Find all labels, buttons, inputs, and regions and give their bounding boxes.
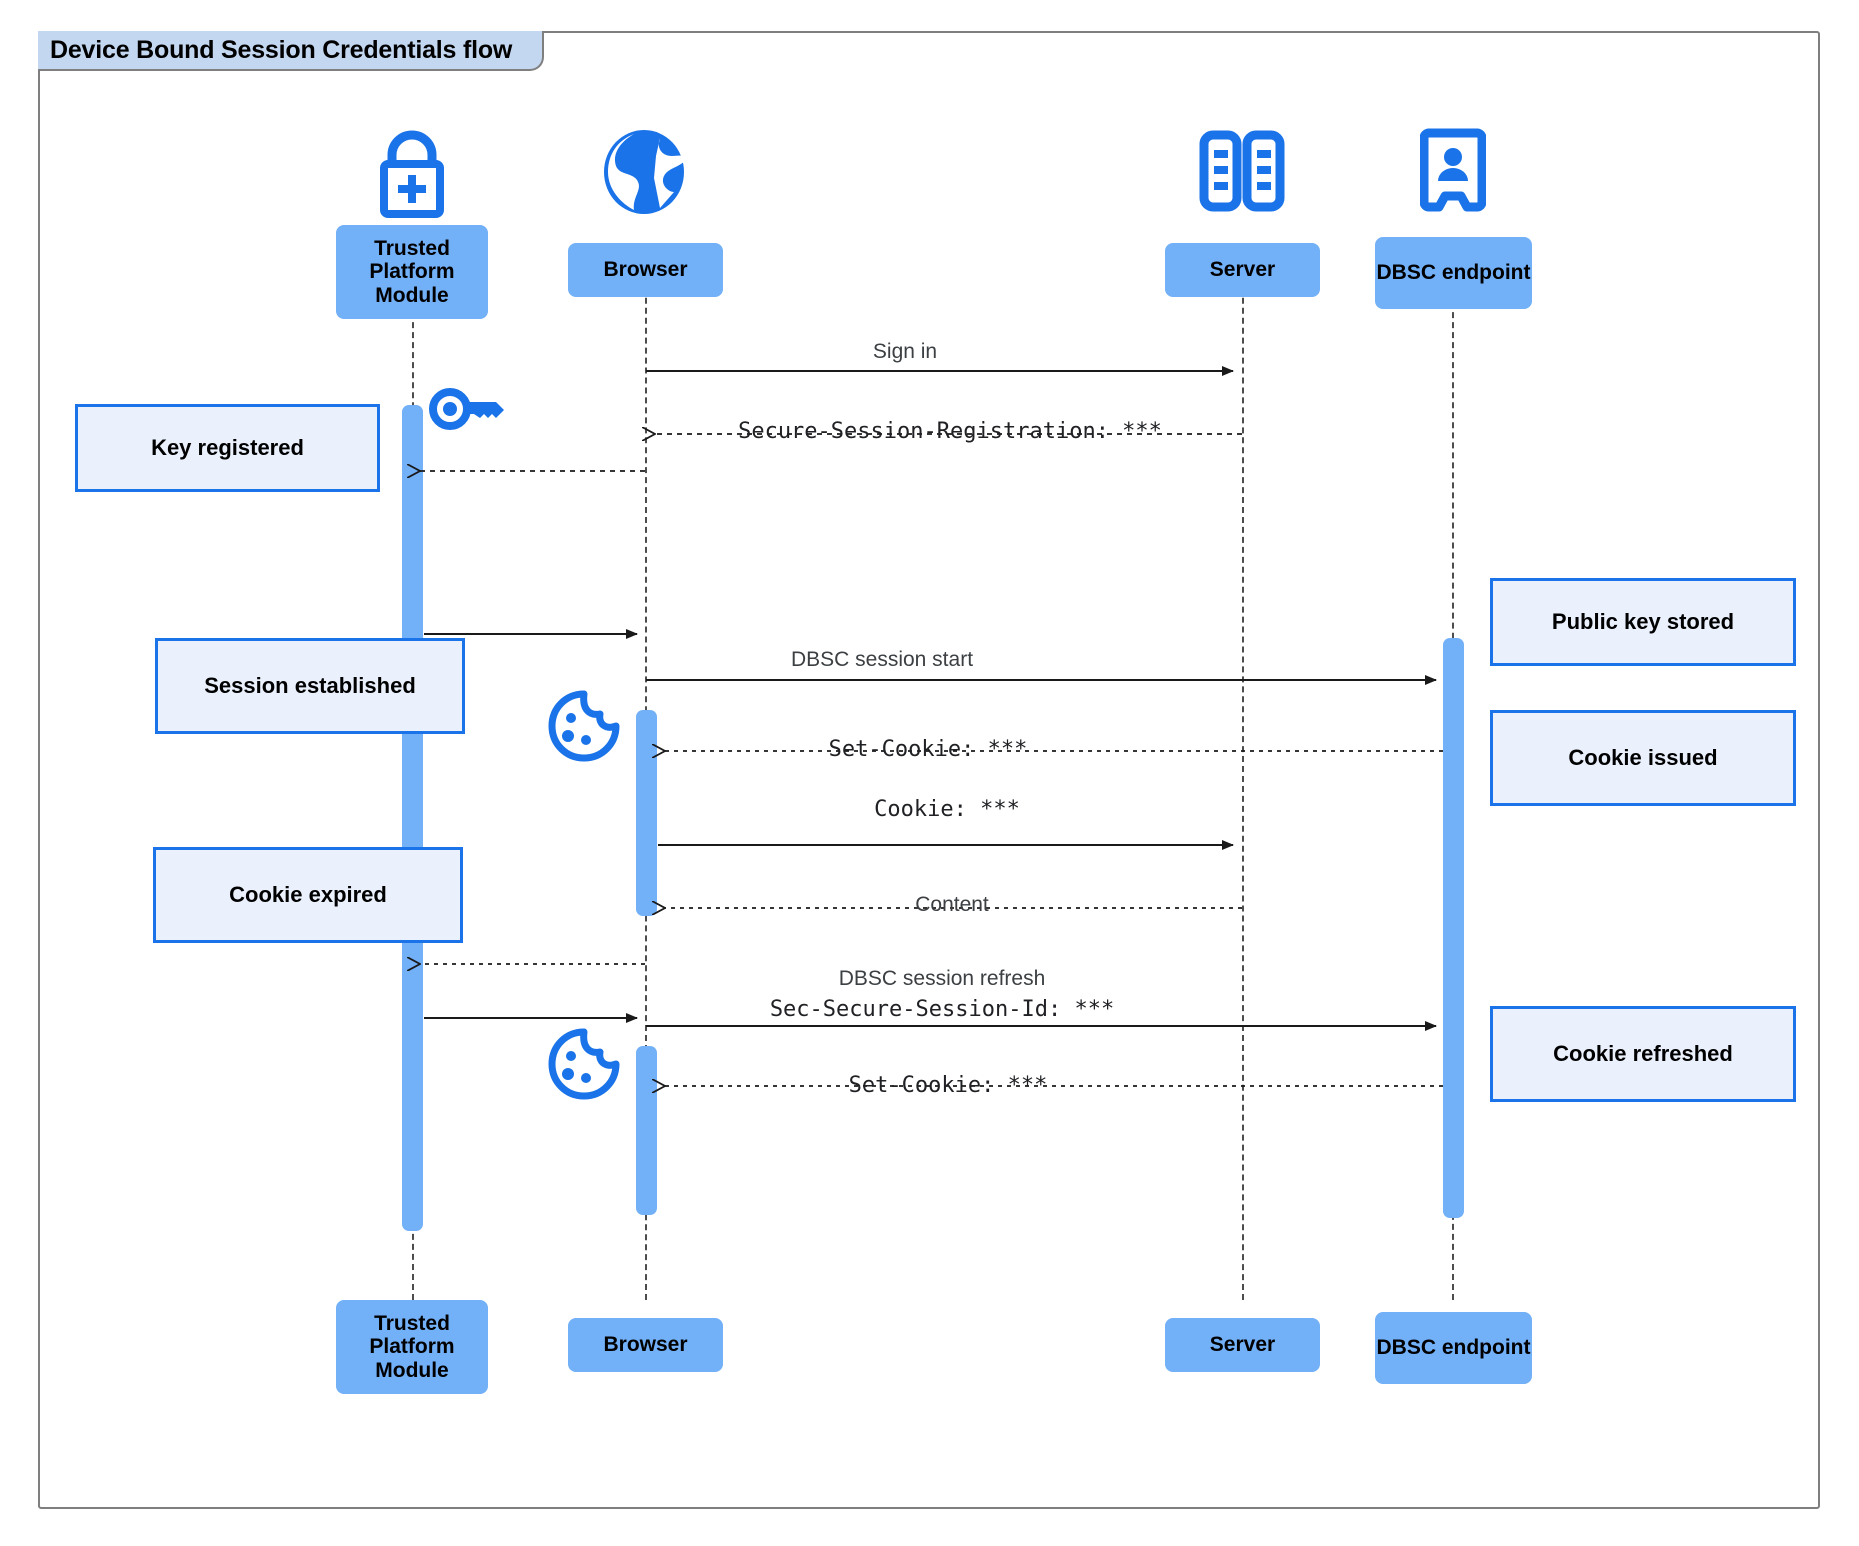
message-label-content: Content	[915, 893, 989, 916]
participant-label-tpm-bottom: Trusted Platform Module	[369, 1311, 455, 1382]
participant-bottom-dbsc[interactable]: DBSC endpoint	[1375, 1312, 1532, 1384]
message-label-set-cookie-2: Set-Cookie: ***	[848, 1073, 1048, 1098]
participant-bottom-server[interactable]: Server	[1165, 1318, 1320, 1372]
note-key-registered: Key registered	[75, 404, 380, 492]
participant-label-browser: Browser	[603, 258, 688, 282]
participant-label-server: Server	[1209, 258, 1276, 282]
note-session-established: Session established	[155, 638, 465, 734]
participant-label-tpm: Trusted Platform Module	[369, 236, 455, 307]
key-icon	[428, 384, 508, 436]
note-cookie-expired: Cookie expired	[153, 847, 463, 943]
note-text: Session established	[204, 672, 416, 698]
participant-top-dbsc[interactable]: DBSC endpoint	[1375, 237, 1532, 309]
server-rack-icon	[1198, 130, 1286, 212]
lock-plus-icon	[369, 128, 455, 220]
note-cookie-issued: Cookie issued	[1490, 710, 1796, 806]
participant-label-browser-bottom: Browser	[603, 1333, 688, 1357]
id-badge-icon	[1419, 128, 1487, 212]
message-label-secure-session-registration: Secure-Session-Registration: ***	[738, 419, 1162, 444]
activation-browser-1	[636, 710, 657, 916]
message-label-sign-in: Sign in	[872, 340, 938, 363]
globe-icon	[598, 128, 690, 216]
activation-browser-2	[636, 1046, 657, 1215]
participant-label-dbsc: DBSC endpoint	[1376, 261, 1531, 285]
activation-tpm	[402, 405, 423, 1231]
message-label-dbsc-session-start: DBSC session start	[790, 648, 974, 671]
note-text: Cookie expired	[229, 881, 387, 907]
participant-top-browser[interactable]: Browser	[568, 243, 723, 297]
participant-bottom-browser[interactable]: Browser	[568, 1318, 723, 1372]
activation-dbsc	[1443, 638, 1464, 1218]
message-label-dbsc-session-refresh: DBSC session refresh	[838, 967, 1046, 990]
participant-label-dbsc-bottom: DBSC endpoint	[1376, 1336, 1531, 1360]
lifeline-server	[1242, 248, 1244, 1300]
participant-top-tpm[interactable]: Trusted Platform Module	[336, 225, 488, 319]
message-label-set-cookie-1: Set-Cookie: ***	[828, 737, 1028, 762]
note-text: Cookie refreshed	[1553, 1040, 1733, 1066]
participant-label-server-bottom: Server	[1209, 1333, 1276, 1357]
participant-top-server[interactable]: Server	[1165, 243, 1320, 297]
participant-bottom-tpm[interactable]: Trusted Platform Module	[336, 1300, 488, 1394]
note-text: Cookie issued	[1568, 744, 1718, 770]
cookie-icon	[548, 1028, 620, 1100]
message-label-sec-secure-session-id: Sec-Secure-Session-Id: ***	[769, 997, 1115, 1022]
note-cookie-refreshed: Cookie refreshed	[1490, 1006, 1796, 1102]
message-label-cookie: Cookie: ***	[874, 797, 1020, 822]
diagram-title-tab: Device Bound Session Credentials flow	[38, 31, 545, 71]
note-text: Public key stored	[1551, 608, 1735, 634]
note-text: Key registered	[151, 434, 304, 460]
diagram-frame	[38, 31, 1820, 1509]
cookie-icon	[548, 690, 620, 762]
note-public-key-stored: Public key stored	[1490, 578, 1796, 666]
page-title: Device Bound Session Credentials flow	[50, 35, 513, 64]
